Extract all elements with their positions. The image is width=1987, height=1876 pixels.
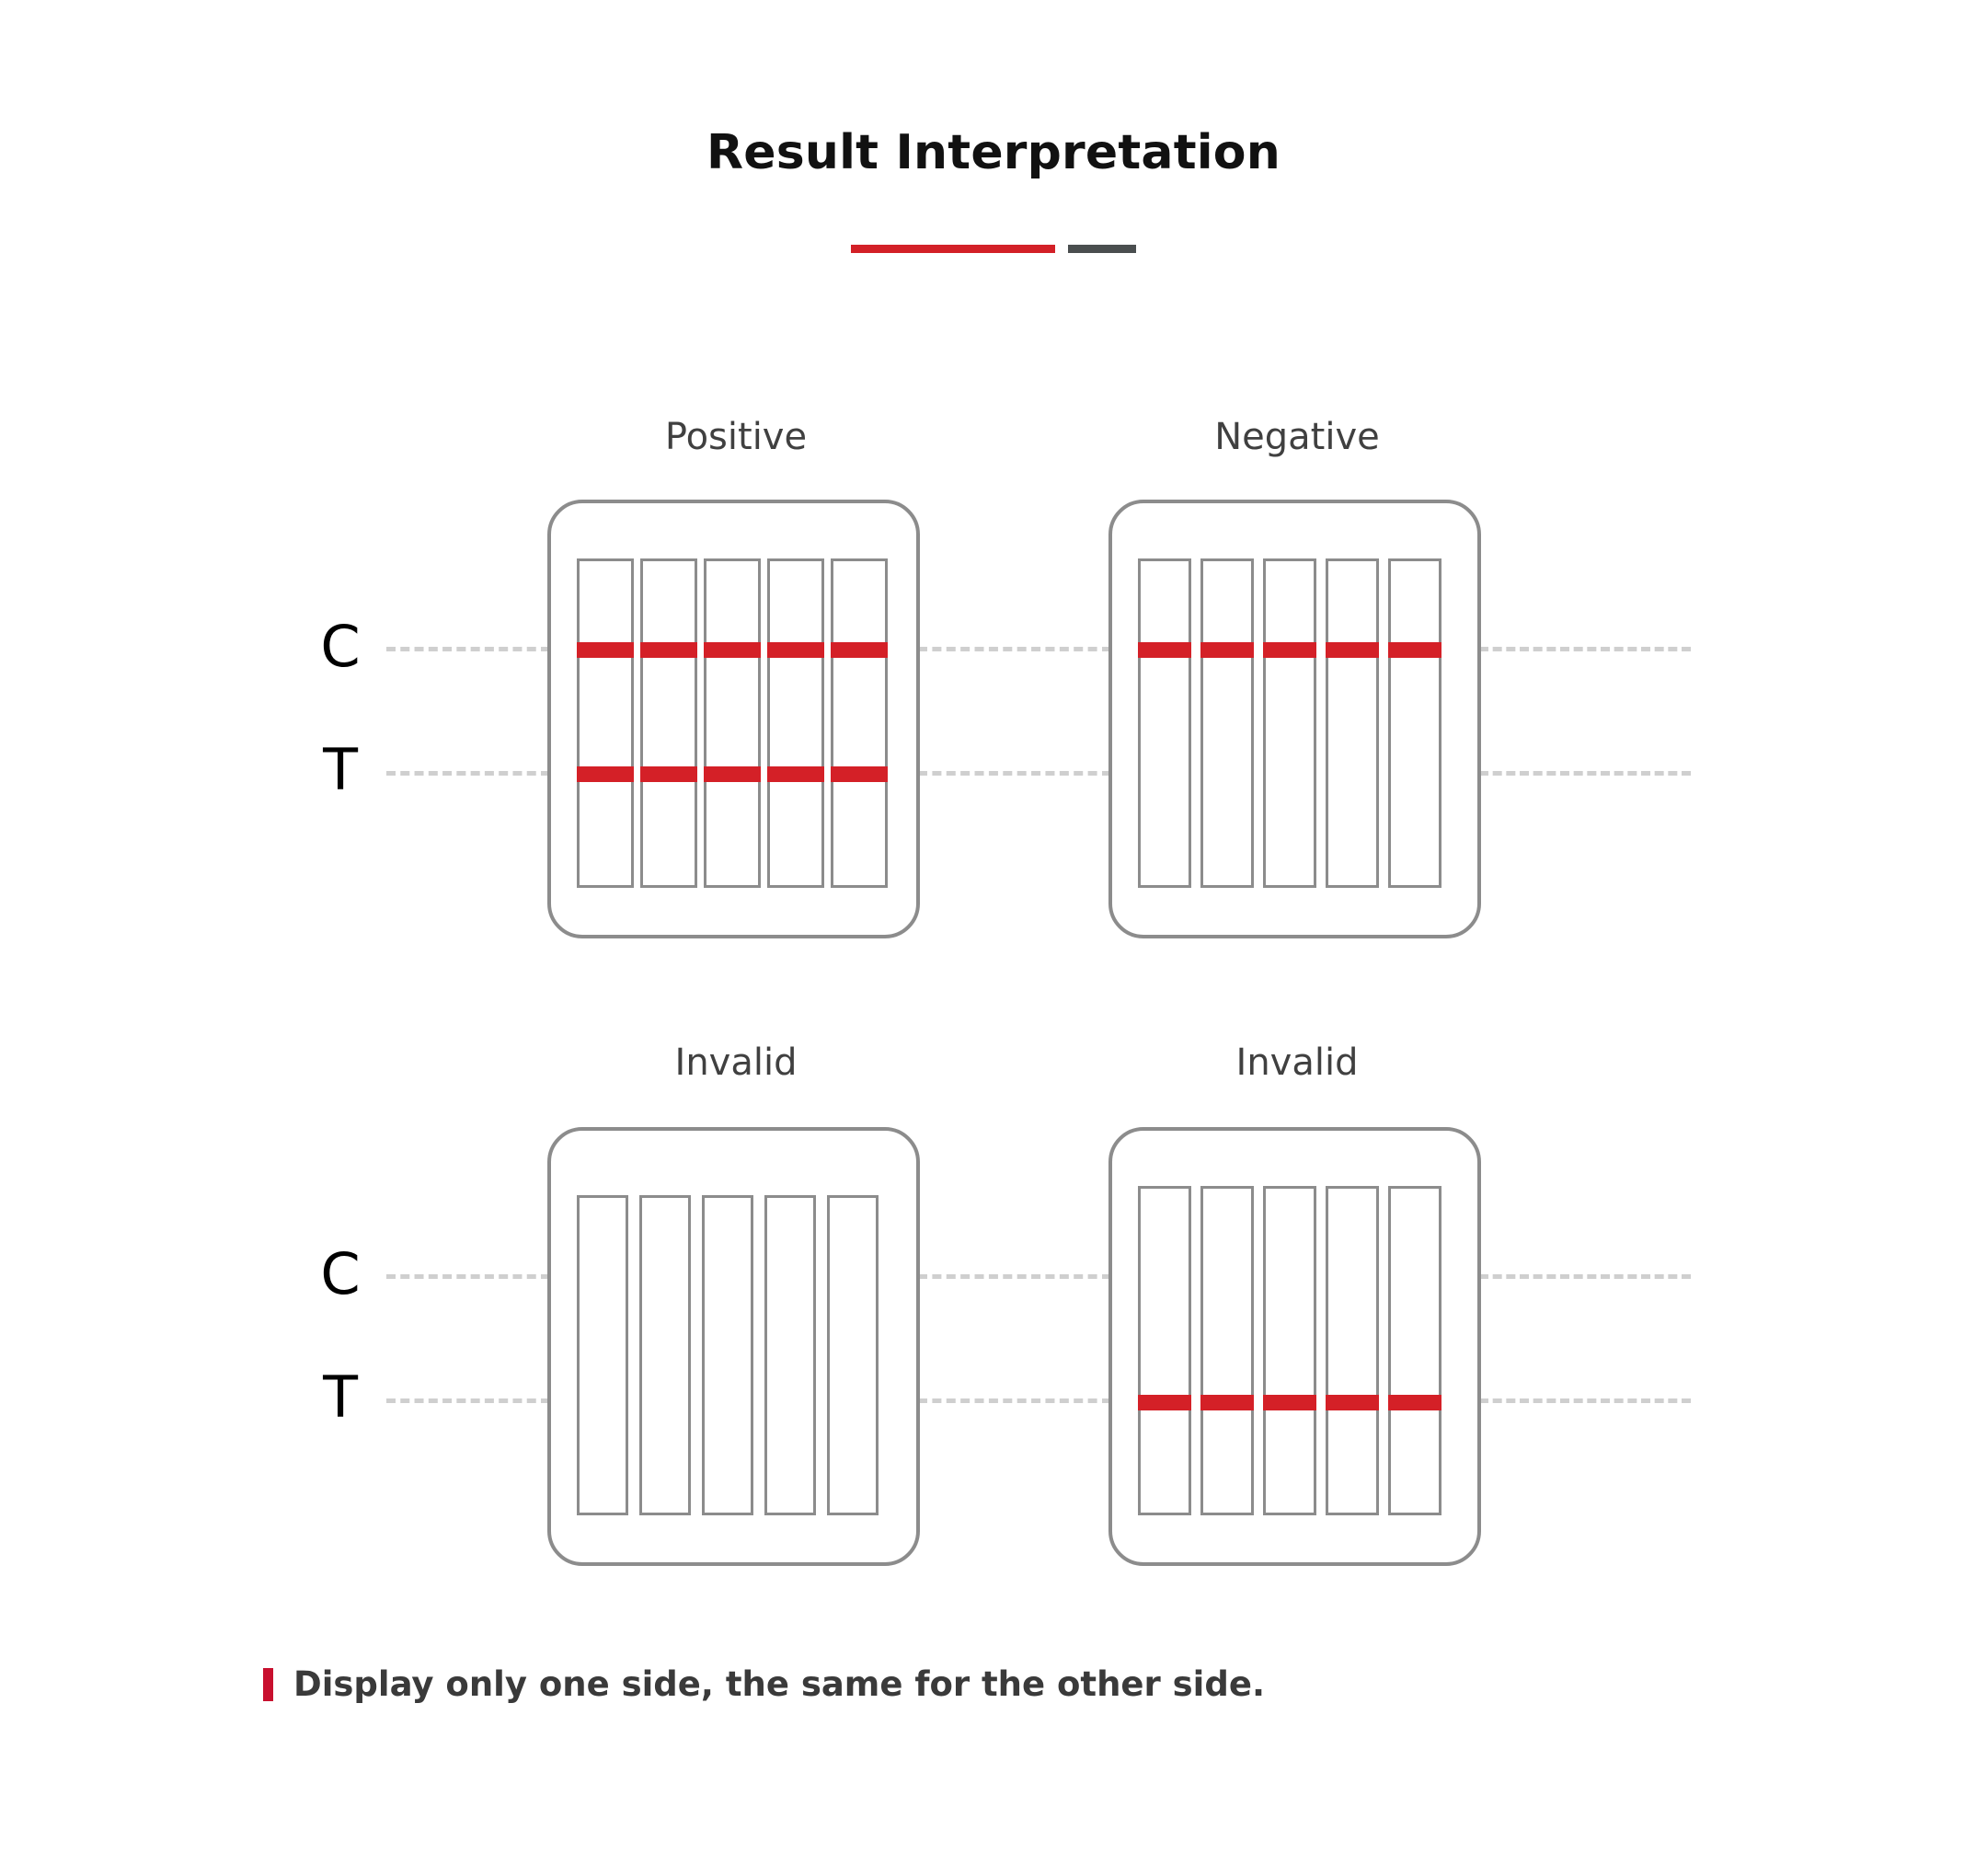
test-strip bbox=[1388, 558, 1441, 888]
control-band bbox=[577, 642, 634, 658]
panel-label-invalid-no-lines: Invalid bbox=[674, 1042, 798, 1084]
row2-control-guide-right bbox=[1479, 1274, 1691, 1279]
page-title: Result Interpretation bbox=[706, 125, 1281, 180]
row1-test-guide-middle bbox=[918, 771, 1111, 776]
strip-group-negative bbox=[1112, 503, 1477, 935]
test-band bbox=[1326, 1395, 1379, 1410]
test-cassette-positive bbox=[547, 500, 920, 938]
row2-control-guide-middle bbox=[918, 1274, 1111, 1279]
test-cassette-invalid-test-only bbox=[1108, 1127, 1481, 1566]
test-strip bbox=[827, 1195, 879, 1515]
test-band bbox=[640, 766, 697, 782]
test-strip bbox=[1138, 558, 1191, 888]
control-band bbox=[640, 642, 697, 658]
row2-test-guide-middle bbox=[918, 1398, 1111, 1403]
control-band bbox=[831, 642, 888, 658]
control-band bbox=[1326, 642, 1379, 658]
test-strip bbox=[1138, 1186, 1191, 1515]
test-cassette-invalid-no-lines bbox=[547, 1127, 920, 1566]
test-strip bbox=[704, 558, 761, 888]
test-strip bbox=[1263, 558, 1316, 888]
test-cassette-negative bbox=[1108, 500, 1481, 938]
test-strip bbox=[1326, 558, 1379, 888]
title-underline bbox=[0, 243, 1987, 254]
panel-label-negative: Negative bbox=[1214, 416, 1380, 458]
control-band bbox=[1138, 642, 1191, 658]
test-strip bbox=[640, 558, 697, 888]
row1-control-guide-middle bbox=[918, 647, 1111, 651]
test-strip bbox=[702, 1195, 753, 1515]
test-strip bbox=[764, 1195, 816, 1515]
row1-test-guide-left bbox=[386, 771, 550, 776]
test-band bbox=[1263, 1395, 1316, 1410]
footnote: Display only one side, the same for the … bbox=[263, 1667, 1265, 1701]
control-band bbox=[767, 642, 824, 658]
strip-group-invalid-test-only bbox=[1112, 1131, 1477, 1562]
row2-test-guide-right bbox=[1479, 1398, 1691, 1403]
row1-control-line-label: C bbox=[320, 613, 361, 680]
test-strip bbox=[1200, 1186, 1254, 1515]
test-strip bbox=[767, 558, 824, 888]
row2-test-guide-left bbox=[386, 1398, 550, 1403]
control-band bbox=[1388, 642, 1441, 658]
footnote-text: Display only one side, the same for the … bbox=[293, 1664, 1265, 1704]
test-strip bbox=[577, 558, 634, 888]
row1-control-guide-left bbox=[386, 647, 550, 651]
test-band bbox=[767, 766, 824, 782]
title-underline-gray-segment bbox=[1068, 244, 1136, 253]
test-strip bbox=[1388, 1186, 1441, 1515]
control-band bbox=[1200, 642, 1254, 658]
test-band bbox=[831, 766, 888, 782]
strip-group-positive bbox=[551, 503, 916, 935]
test-strip bbox=[1263, 1186, 1316, 1515]
test-strip bbox=[639, 1195, 691, 1515]
test-band bbox=[1388, 1395, 1441, 1410]
title-underline-gap bbox=[1055, 248, 1068, 249]
row2-control-line-label: C bbox=[320, 1240, 361, 1307]
test-strip bbox=[577, 1195, 628, 1515]
row1-test-line-label: T bbox=[323, 736, 358, 803]
row1-control-guide-right bbox=[1479, 647, 1691, 651]
row1-test-guide-right bbox=[1479, 771, 1691, 776]
row2-control-guide-left bbox=[386, 1274, 550, 1279]
strip-group-invalid-no-lines bbox=[551, 1131, 916, 1562]
test-band bbox=[704, 766, 761, 782]
control-band bbox=[1263, 642, 1316, 658]
row2-test-line-label: T bbox=[323, 1364, 358, 1431]
test-strip bbox=[831, 558, 888, 888]
title-underline-red-segment bbox=[851, 244, 1055, 253]
red-bar-bullet-icon bbox=[263, 1667, 273, 1701]
test-strip bbox=[1200, 558, 1254, 888]
test-band bbox=[1138, 1395, 1191, 1410]
panel-label-invalid-test-only: Invalid bbox=[1235, 1042, 1359, 1084]
control-band bbox=[704, 642, 761, 658]
test-band bbox=[577, 766, 634, 782]
panel-label-positive: Positive bbox=[664, 416, 808, 458]
test-strip bbox=[1326, 1186, 1379, 1515]
test-band bbox=[1200, 1395, 1254, 1410]
